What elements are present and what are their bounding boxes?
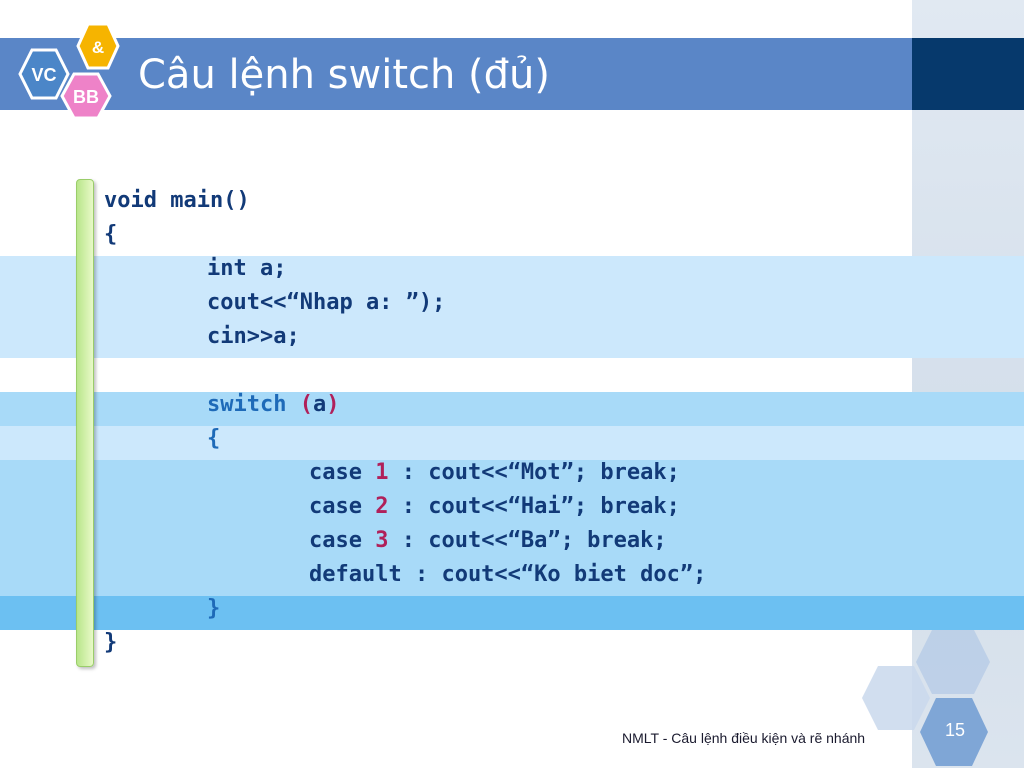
- code-line-case: case 2 : cout<<“Hai”; break;: [309, 490, 680, 524]
- highlight-band-close-brace: [0, 596, 1024, 630]
- code-line-case: case 3 : cout<<“Ba”; break;: [309, 524, 667, 558]
- hexagon-logo-icon: [18, 22, 120, 120]
- code-line-switch: switch (a): [207, 388, 339, 422]
- title-bar: [0, 38, 912, 110]
- code-line: cout<<“Nhap a: ”);: [207, 290, 446, 315]
- switch-variable: a: [312, 392, 327, 417]
- switch-paren-close: ): [326, 392, 340, 417]
- hexagon-decoration-icon: [862, 630, 990, 766]
- case-body: : cout<<“Mot”; break;: [388, 460, 680, 485]
- code-line: {: [104, 222, 118, 247]
- case-keyword: case: [309, 494, 362, 519]
- case-number: 2: [375, 494, 389, 519]
- slide-title: Câu lệnh switch (đủ): [138, 52, 551, 98]
- code-line: int a;: [207, 256, 287, 281]
- case-keyword: case: [309, 528, 362, 553]
- case-body: : cout<<“Ba”; break;: [388, 528, 667, 553]
- code-line: cin>>a;: [207, 324, 300, 349]
- case-number: 3: [375, 528, 389, 553]
- code-margin-bar: [76, 179, 94, 667]
- logo-ampersand: &: [92, 38, 104, 57]
- case-number: 1: [375, 460, 389, 485]
- highlight-band-open-brace: [0, 426, 1024, 460]
- case-keyword: case: [309, 460, 362, 485]
- code-line: }: [104, 630, 118, 655]
- code-line: {: [207, 426, 221, 451]
- highlight-band-switch: [0, 392, 1024, 426]
- logo-bb: BB: [73, 87, 99, 107]
- code-line-case: case 1 : cout<<“Mot”; break;: [309, 456, 680, 490]
- highlight-band-declarations: [0, 256, 1024, 358]
- code-line-default: default : cout<<“Ko biet doc”;: [309, 562, 707, 587]
- slide-footer: NMLT - Câu lệnh điều kiện và rẽ nhánh: [622, 730, 866, 746]
- case-body: : cout<<“Hai”; break;: [388, 494, 680, 519]
- highlight-band-cases: [0, 460, 1024, 596]
- title-bar-accent: [912, 38, 1024, 110]
- logo-vc: VC: [31, 65, 56, 85]
- switch-paren-open: (: [299, 392, 313, 417]
- vc-bb-logo: & VC BB: [18, 22, 120, 120]
- switch-keyword: switch: [207, 392, 287, 417]
- page-number: 15: [944, 720, 966, 740]
- code-line: void main(): [104, 188, 250, 213]
- code-line: }: [207, 596, 221, 621]
